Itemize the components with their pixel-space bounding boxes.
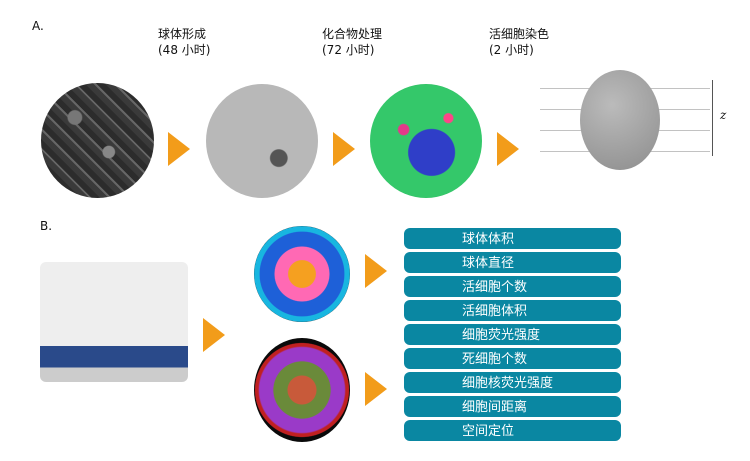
z-axis-label: z <box>720 108 727 122</box>
metric-item: 球体直径 <box>404 252 621 273</box>
metric-item: 死细胞个数 <box>404 348 621 369</box>
spheroid-well-image <box>206 84 318 198</box>
imaging-instrument <box>40 262 188 382</box>
metric-item: 活细胞体积 <box>404 300 621 321</box>
step-3-caption: 活细胞染色 (2 小时) <box>489 26 549 58</box>
cell-monolayer-image <box>41 83 154 198</box>
step-title: 化合物处理 <box>322 27 383 41</box>
step-title: 活细胞染色 <box>489 27 550 41</box>
metric-item: 细胞荧光强度 <box>404 324 621 345</box>
segmented-nuclei-image <box>254 338 350 442</box>
metric-item: 活细胞个数 <box>404 276 621 297</box>
metric-item: 细胞间距离 <box>404 396 621 417</box>
3d-spheroid-render <box>580 70 660 170</box>
metric-item: 球体体积 <box>404 228 621 249</box>
step-duration: (2 小时) <box>489 43 534 57</box>
step-duration: (48 小时) <box>158 43 211 57</box>
panel-a-label: A. <box>32 19 44 33</box>
arrow-icon <box>365 254 387 288</box>
step-title: 球体形成 <box>158 27 207 41</box>
arrow-icon <box>365 372 387 406</box>
segmented-spheroid-image <box>254 226 350 322</box>
arrow-icon <box>168 132 190 166</box>
arrow-icon <box>203 318 225 352</box>
step-duration: (72 小时) <box>322 43 375 57</box>
stained-spheroid-image <box>370 84 482 198</box>
metric-item: 空间定位 <box>404 420 621 441</box>
step-1-caption: 球体形成 (48 小时) <box>158 26 210 58</box>
arrow-icon <box>333 132 355 166</box>
arrow-icon <box>497 132 519 166</box>
step-2-caption: 化合物处理 (72 小时) <box>322 26 382 58</box>
z-axis-line <box>712 80 713 156</box>
panel-b-label: B. <box>40 219 53 233</box>
metric-item: 细胞核荧光强度 <box>404 372 621 393</box>
